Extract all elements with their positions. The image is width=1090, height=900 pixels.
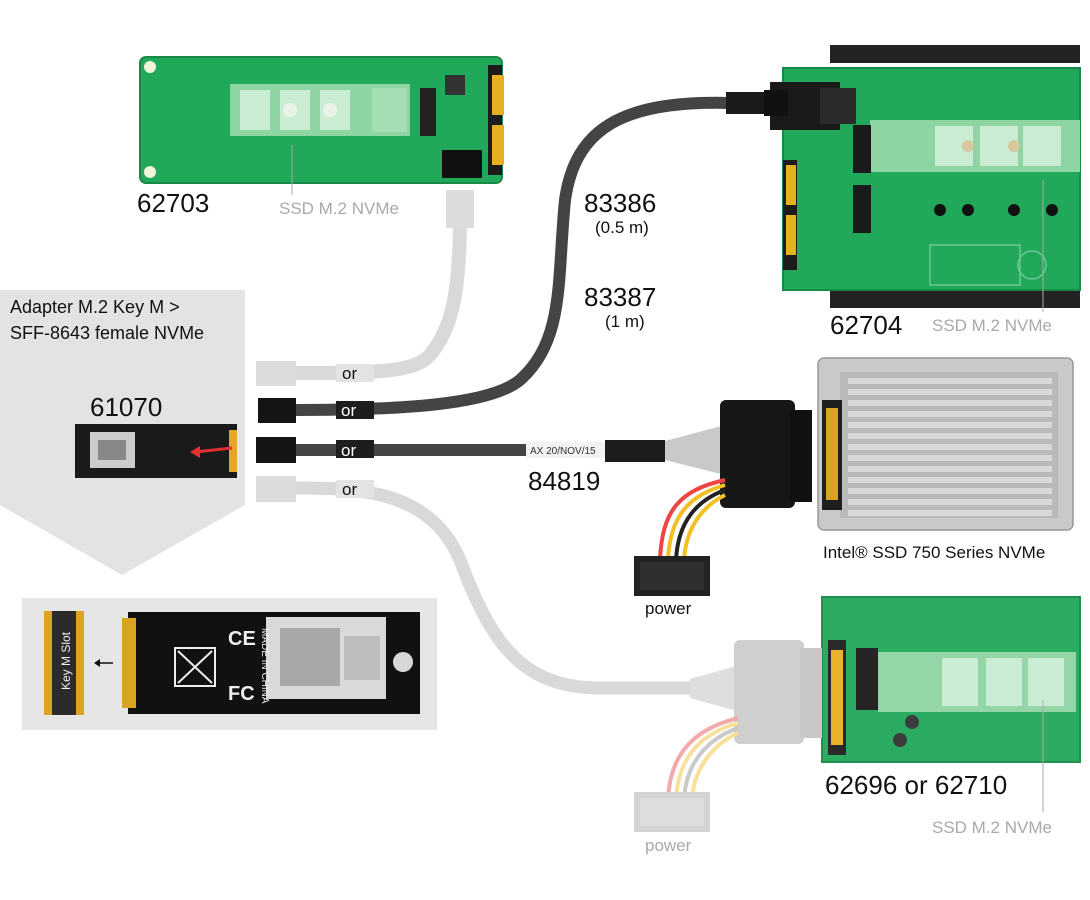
heatsink-fin <box>848 510 1052 516</box>
heatsink-fin <box>848 422 1052 428</box>
or-label-3: or <box>341 441 357 460</box>
svg-text:CE: CE <box>228 628 256 650</box>
label-83386: 83386 <box>584 188 657 218</box>
cable-light-1 <box>288 208 467 380</box>
heatsink-fin <box>848 389 1052 395</box>
board-62703 <box>139 56 504 184</box>
heatsink-fin <box>848 477 1052 483</box>
label-83386-length: (0.5 m) <box>595 218 649 237</box>
label-ssd-62704: SSD M.2 NVMe <box>932 316 1052 335</box>
heatsink-fin <box>848 411 1052 417</box>
label-ssd-62703: SSD M.2 NVMe <box>279 199 399 218</box>
svg-text:FC: FC <box>228 683 255 705</box>
key-m-slot-connector: Key M Slot <box>44 611 84 715</box>
label-84819: 84819 <box>528 466 601 496</box>
cable-print-text: AX 20/NOV/15 <box>530 446 596 457</box>
heatsink-fin <box>848 499 1052 505</box>
label-ssd-62696: SSD M.2 NVMe <box>932 818 1052 837</box>
heatsink-fin <box>848 466 1052 472</box>
label-intel-ssd: Intel® SSD 750 Series NVMe <box>823 543 1046 562</box>
adapter-61070-small <box>75 424 237 478</box>
heatsink-fin <box>848 455 1052 461</box>
adapter-closeup: CE FC MADE IN CHINA <box>122 612 420 714</box>
adapter-description-line2: SFF-8643 female NVMe <box>10 323 205 343</box>
label-83387-length: (1 m) <box>605 312 645 331</box>
or-label-2: or <box>341 401 357 420</box>
adapter-description-line1: Adapter M.2 Key M > <box>10 297 180 317</box>
heatsink-fin <box>848 400 1052 406</box>
or-label-4: or <box>342 480 358 499</box>
heatsink-fin <box>848 433 1052 439</box>
label-power-1: power <box>645 599 692 618</box>
heatsink-fin <box>848 444 1052 450</box>
made-in-china-text: MADE IN CHINA <box>259 628 270 704</box>
label-62696: 62696 or 62710 <box>825 770 1008 800</box>
or-label-1: or <box>342 364 358 383</box>
label-83387: 83387 <box>584 282 657 312</box>
board-62696 <box>821 596 1081 763</box>
label-61070: 61070 <box>90 392 163 422</box>
label-62703: 62703 <box>137 188 210 218</box>
board-62704 <box>770 45 1081 308</box>
intel-ssd-750 <box>817 357 1074 531</box>
heatsink-fin <box>848 378 1052 384</box>
heatsink-fin <box>848 488 1052 494</box>
key-m-slot-text: Key M Slot <box>59 631 73 690</box>
cable-83386 <box>289 96 736 416</box>
label-power-2: power <box>645 836 692 855</box>
label-62704: 62704 <box>830 310 903 340</box>
